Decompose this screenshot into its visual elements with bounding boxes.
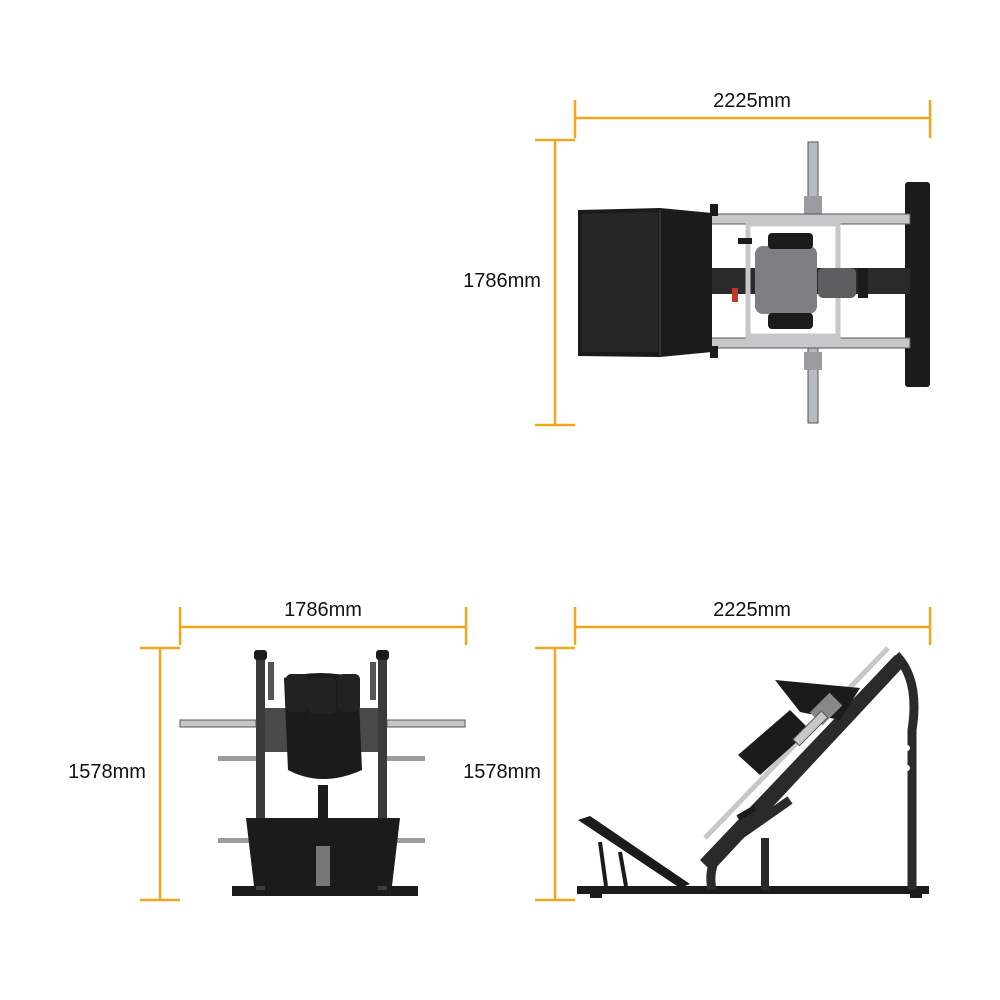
side-width-dimension xyxy=(573,607,932,645)
top-depth-label: 1786mm xyxy=(463,270,541,292)
top-width-label: 2225mm xyxy=(713,90,791,112)
top-view: 2225mm 1786mm xyxy=(463,90,932,427)
side-view: 2225mm 1578mm xyxy=(463,599,932,902)
top-depth-dimension xyxy=(535,138,575,427)
leg-press-side-view-icon xyxy=(577,646,929,898)
leg-press-top-view-icon xyxy=(578,141,930,424)
front-height-label: 1578mm xyxy=(68,761,146,783)
front-view: 1786mm 1578mm xyxy=(68,599,468,902)
top-width-dimension xyxy=(573,100,932,138)
side-width-label: 2225mm xyxy=(713,599,791,621)
leg-press-front-view-icon xyxy=(179,650,466,896)
front-height-dimension xyxy=(140,646,180,902)
front-width-label: 1786mm xyxy=(284,599,362,621)
front-width-dimension xyxy=(178,607,468,645)
side-height-dimension xyxy=(535,646,575,902)
side-height-label: 1578mm xyxy=(463,761,541,783)
